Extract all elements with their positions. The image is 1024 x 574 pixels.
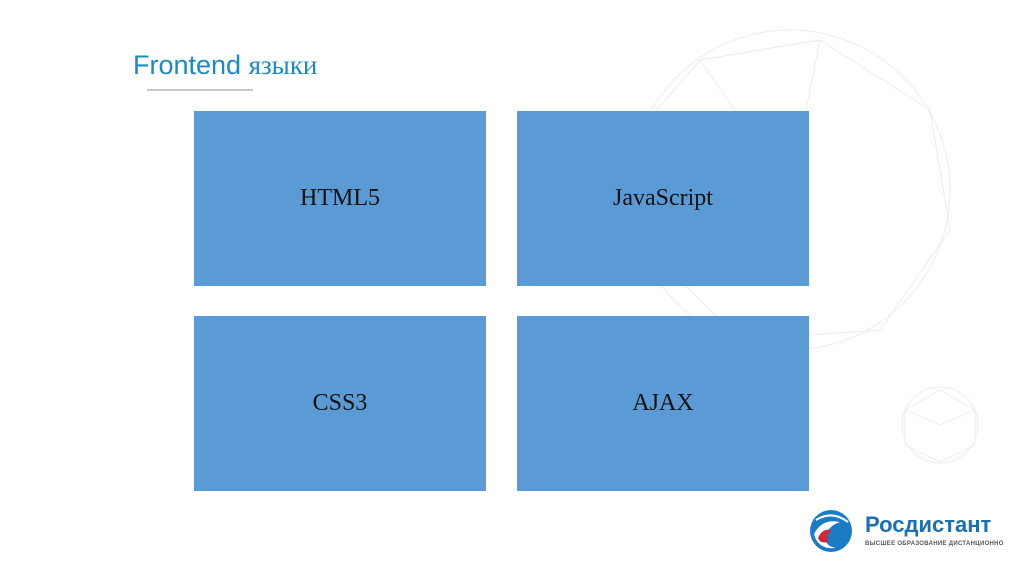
logo-name: Росдистант [865, 512, 992, 537]
box-css3: CSS3 [194, 316, 486, 491]
title-cyrillic: языки [248, 50, 318, 80]
slide-title: Frontend языки [133, 50, 317, 81]
title-underline [147, 89, 253, 91]
box-ajax: AJAX [517, 316, 809, 491]
box-javascript: JavaScript [517, 111, 809, 286]
title-latin: Frontend [133, 50, 242, 80]
box-html5: HTML5 [194, 111, 486, 286]
logo-tagline: ВЫСШЕЕ ОБРАЗОВАНИЕ ДИСТАНЦИОННО [865, 541, 1004, 547]
rosdistant-logo-icon [810, 510, 852, 552]
